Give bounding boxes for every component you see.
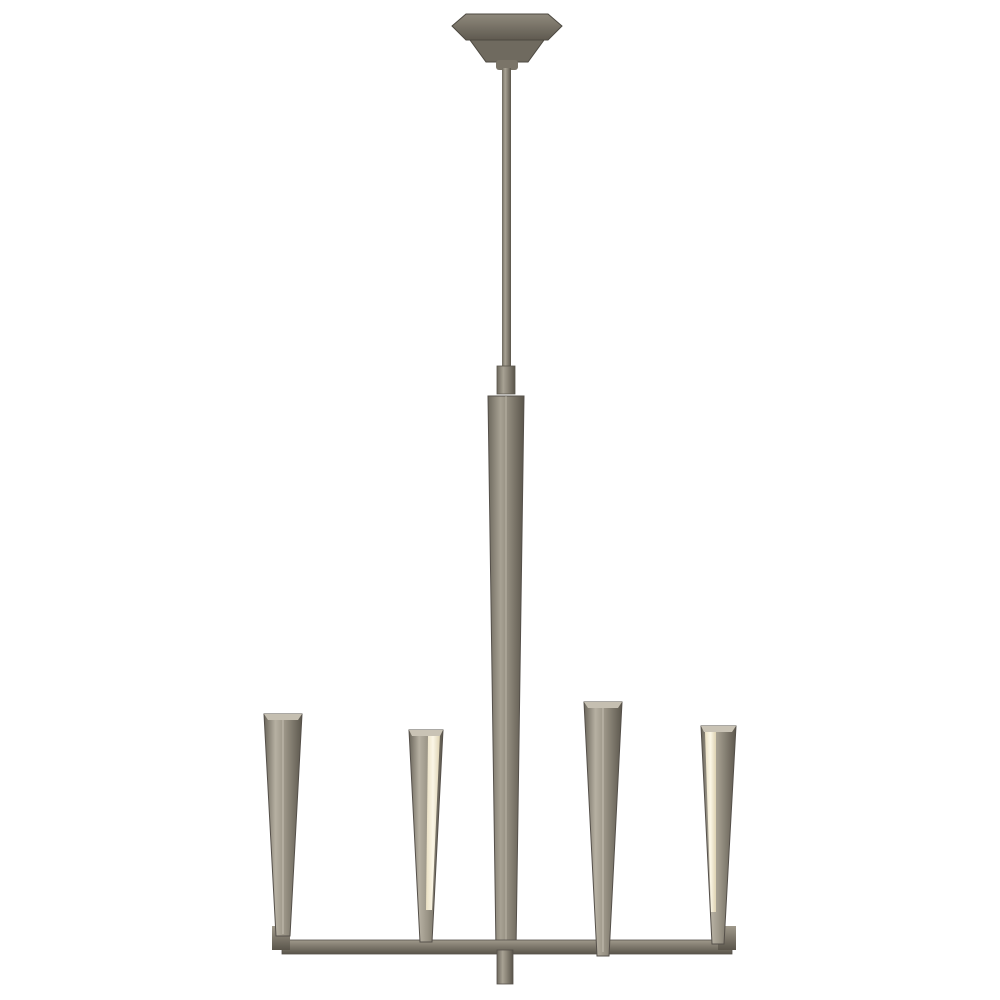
arm-cup-3 [583, 701, 623, 957]
arm-cup-2-lit [408, 729, 444, 943]
ceiling-canopy [451, 13, 563, 70]
arm-cup-4-lit [700, 725, 737, 945]
arm-cup-1 [263, 713, 303, 937]
downrod-coupler [496, 365, 516, 395]
downrod [502, 68, 511, 370]
center-column [487, 395, 525, 951]
bottom-finial [496, 949, 514, 985]
